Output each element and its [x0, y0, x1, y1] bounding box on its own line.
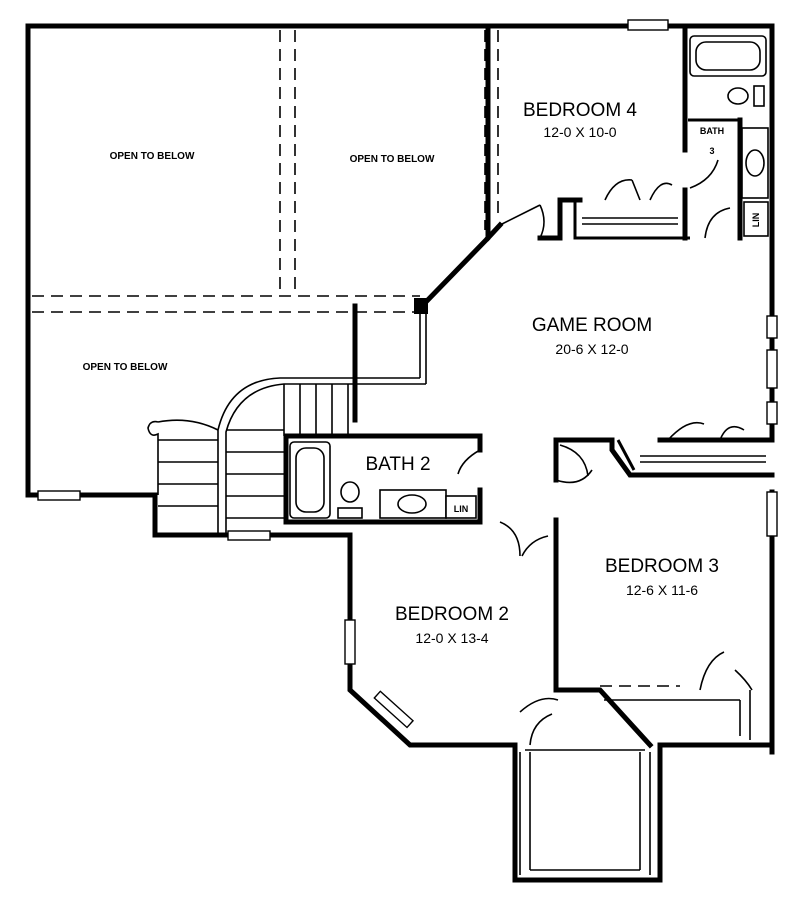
bath2-label: BATH 2 [365, 454, 430, 475]
open-to-below-lines [32, 30, 499, 313]
game-room-dimensions: 20-6 X 12-0 [555, 341, 628, 357]
window [766, 315, 778, 339]
bath2 [289, 441, 481, 519]
bedroom3 [555, 444, 753, 740]
game-room-walls [283, 303, 775, 749]
open-to-below-label: OPEN TO BELOW [83, 362, 168, 373]
bath3-label: BATH [700, 126, 724, 136]
bath3-number: 3 [709, 146, 714, 156]
bath3-linen-label: LIN [751, 213, 761, 228]
window [37, 490, 81, 501]
window [344, 619, 356, 665]
window [766, 401, 778, 425]
window [766, 491, 778, 537]
window [766, 349, 778, 389]
open-to-below-label: OPEN TO BELOW [110, 151, 195, 162]
bedroom2-label: BEDROOM 2 [395, 604, 509, 625]
bedroom2-dimensions: 12-0 X 13-4 [415, 630, 488, 646]
bedroom4-walls [414, 23, 690, 314]
bath2-linen-label: LIN [454, 504, 469, 514]
bath3 [688, 35, 769, 241]
windows [37, 19, 778, 729]
window [373, 690, 415, 729]
window [627, 19, 669, 31]
game-room-label: GAME ROOM [532, 315, 652, 336]
open-to-below-label: OPEN TO BELOW [350, 154, 435, 165]
bedroom4-label: BEDROOM 4 [523, 100, 637, 121]
bedroom3-label: BEDROOM 3 [605, 556, 719, 577]
window [227, 530, 271, 541]
bedroom4-dimensions: 12-0 X 10-0 [543, 124, 616, 140]
bath3-toilet [727, 87, 749, 105]
bedroom4-closet [582, 179, 678, 225]
staircase [147, 314, 427, 535]
bedroom4-doors [499, 204, 545, 239]
bedroom3-dimensions: 12-6 X 11-6 [626, 582, 698, 598]
bath2-toilet [340, 481, 360, 503]
bedroom2 [499, 521, 651, 875]
